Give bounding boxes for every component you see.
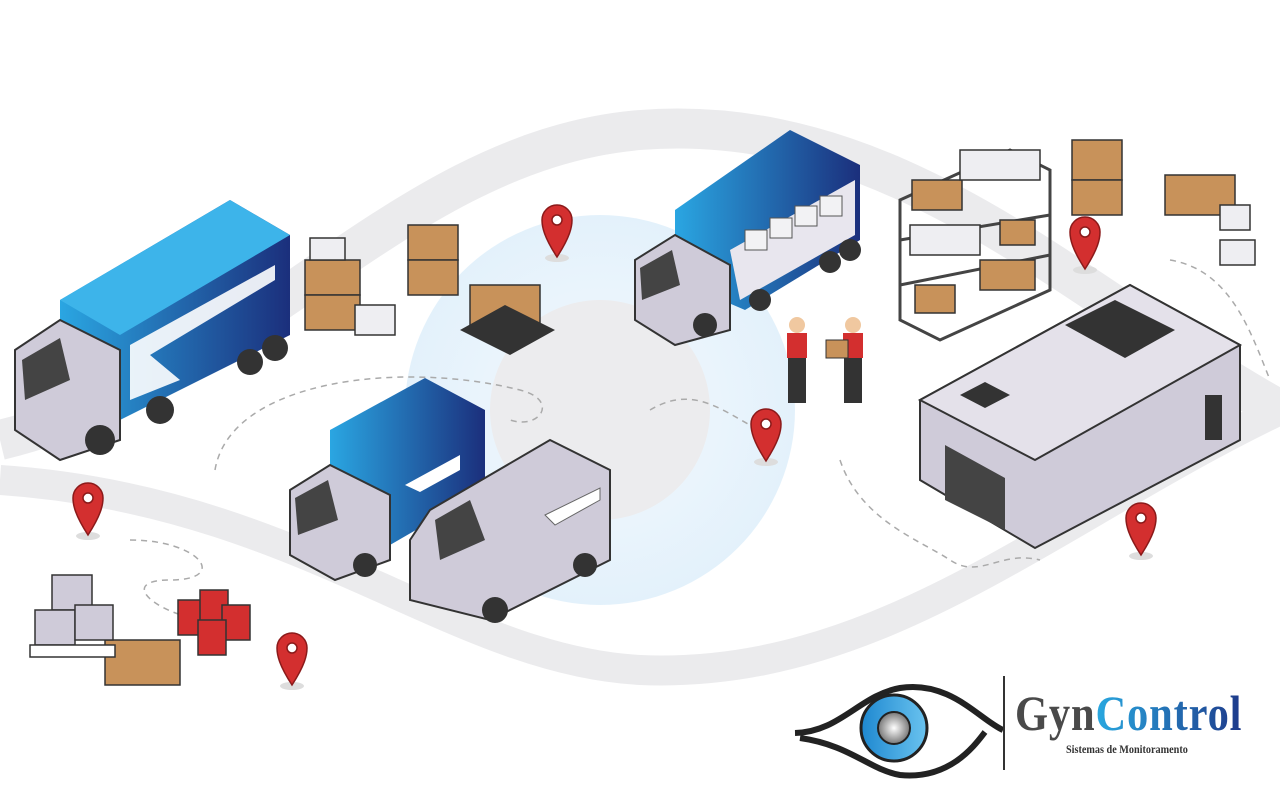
warehouse [917,283,1243,550]
brand-part-control: Control [1095,685,1243,741]
box-truck-unloading [634,130,861,347]
scale-platform [460,305,555,355]
brand-tagline: Sistemas de Monitoramento [1066,742,1188,756]
map-pin-icon [72,482,104,540]
map-pin-icon [750,408,782,466]
box-truck-large [14,200,290,462]
map-pin-icon [1069,216,1101,274]
workers [787,317,863,403]
brand-part-gyn: Gyn [1015,685,1096,741]
logo-eye-icon [794,683,1005,779]
location-pins [72,204,1157,690]
logo-divider [1003,676,1005,770]
map-pin-icon [276,632,308,690]
map-pin-icon [1125,502,1157,560]
white-boxes [309,149,1256,336]
gray-cubes [29,574,116,658]
brand-name: GynControl [1015,688,1242,738]
delivery-van [409,438,611,623]
map-pin-icon [541,204,573,262]
red-barrels [177,589,251,656]
